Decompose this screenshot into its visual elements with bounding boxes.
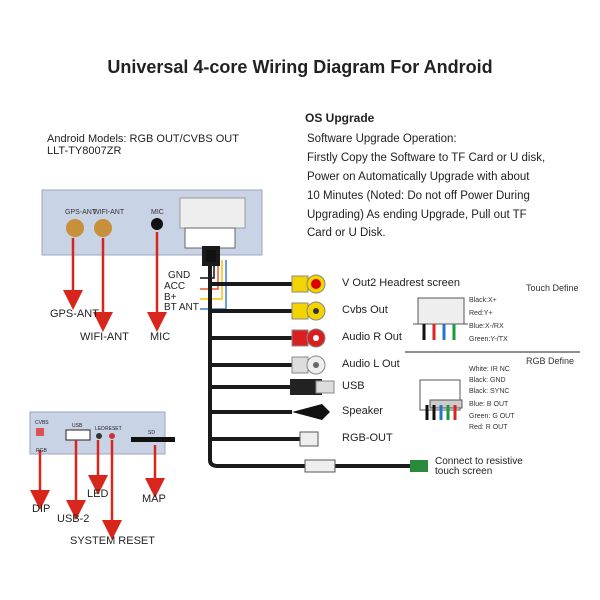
- port-label: WIFI-ANT: [93, 209, 125, 216]
- port-label: RESET: [105, 426, 122, 432]
- usb2-label: USB-2: [57, 513, 90, 525]
- dip-label: DIP: [32, 503, 51, 515]
- wiring-connector: [179, 197, 246, 229]
- touch-define-heading: Touch Define: [526, 283, 579, 293]
- output-label: RGB-OUT: [342, 432, 393, 444]
- dip-switch: [36, 428, 44, 436]
- pin-label: Red:Y+: [469, 310, 493, 317]
- map-label: MAP: [142, 493, 166, 505]
- os-upgrade-line: Software Upgrade Operation:: [307, 133, 457, 145]
- wire-label: ACC: [164, 281, 186, 292]
- output-label: Audio R Out: [342, 331, 402, 343]
- os-upgrade-line: Card or U Disk.: [307, 227, 386, 239]
- wire-label: B+: [164, 292, 177, 303]
- mic-jack: [151, 218, 163, 230]
- output-label: USB: [342, 380, 365, 392]
- os-upgrade-line: Firstly Copy the Software to TF Card or …: [307, 152, 546, 164]
- port-label: LED: [95, 426, 105, 432]
- port-label: CVBS: [35, 420, 49, 426]
- wire-label: BT ANT: [164, 302, 199, 313]
- pin-label: Black: GND: [469, 377, 506, 384]
- os-upgrade-line: Upgrading) As ending Upgrade, Pull out T…: [307, 209, 527, 221]
- output-connectors: [290, 274, 428, 473]
- top-unit: [41, 189, 263, 256]
- rgb-define-connector: [419, 379, 463, 420]
- os-upgrade-line: 10 Minutes (Noted: Do not off Power Duri…: [307, 190, 530, 202]
- output-label: Connect to resistive touch screen: [435, 456, 523, 477]
- gps-ant-label: GPS-ANT: [50, 308, 99, 320]
- reset-button: [109, 433, 115, 439]
- touch-define-connector: [413, 297, 468, 340]
- model-number: LLT-TY8007ZR: [47, 145, 122, 157]
- os-upgrade-line: Power on Automatically Upgrade with abou…: [307, 171, 530, 183]
- led-label: LED: [87, 488, 109, 500]
- mic-label: MIC: [150, 331, 171, 343]
- output-label: Speaker: [342, 405, 383, 417]
- port-label: USB: [72, 423, 83, 429]
- gps-antenna-port: [66, 219, 84, 237]
- top-arrows: [63, 232, 167, 332]
- pin-label: Blue: B OUT: [469, 401, 509, 408]
- port-label: RGB: [36, 448, 47, 454]
- pin-label: Red: R OUT: [469, 424, 508, 431]
- wifi-antenna-port: [94, 219, 112, 237]
- system-reset-label: SYSTEM RESET: [70, 535, 155, 547]
- page-title: Universal 4-core Wiring Diagram For Andr…: [107, 57, 493, 77]
- cable-harness: [202, 246, 410, 468]
- models-line: Android Models: RGB OUT/CVBS OUT: [47, 133, 239, 145]
- bottom-arrows: [30, 440, 165, 540]
- os-upgrade-heading: OS Upgrade: [305, 111, 375, 125]
- pin-label: Green:Y-/TX: [469, 336, 508, 343]
- port-label: SD: [148, 430, 155, 436]
- sd-slot: [131, 437, 175, 442]
- wire-label: GND: [168, 270, 191, 281]
- rgb-define-heading: RGB Define: [526, 356, 575, 366]
- port-label: GPS-ANT: [65, 209, 97, 216]
- port-label: MIC: [151, 209, 164, 216]
- pin-label: Black: SYNC: [469, 388, 510, 395]
- led: [96, 433, 102, 439]
- output-label: Audio L Out: [342, 358, 400, 370]
- output-label: V Out2 Headrest screen: [342, 277, 461, 289]
- wifi-ant-label: WIFI-ANT: [80, 331, 129, 343]
- pin-label: Blue:X-/RX: [469, 323, 504, 330]
- pin-label: White: IR NC: [469, 366, 510, 373]
- output-label: Cvbs Out: [342, 304, 388, 316]
- usb-port: [65, 429, 91, 441]
- pin-label: Black:X+: [469, 297, 497, 304]
- pin-label: Green: G OUT: [469, 413, 515, 420]
